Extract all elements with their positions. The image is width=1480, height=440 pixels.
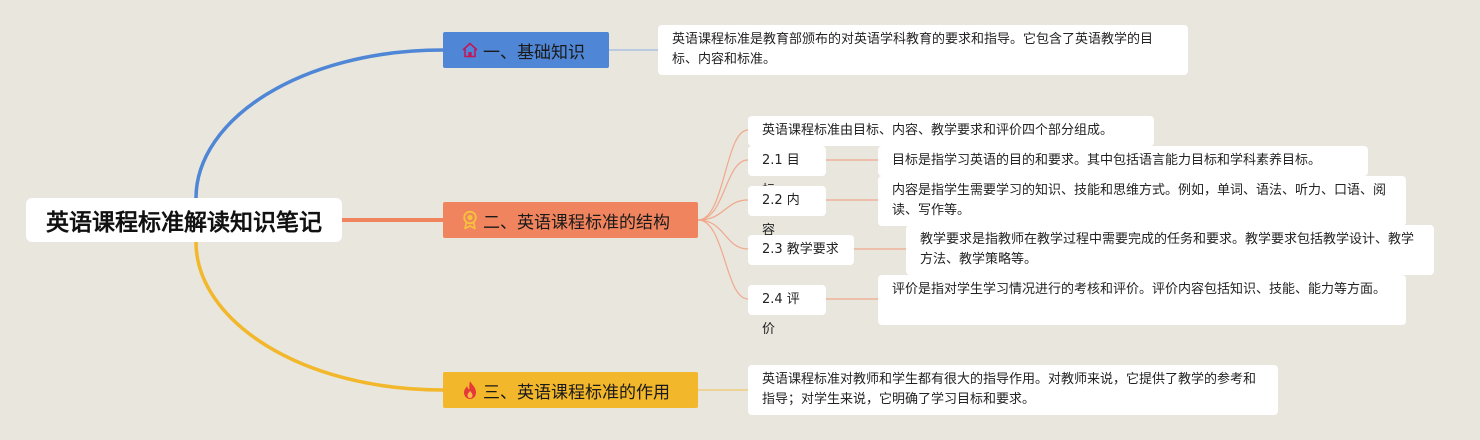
structure-tag-evaluation[interactable]: 2.4 评价 (748, 285, 826, 337)
role-note-text: 英语课程标准对教师和学生都有很大的指导作用。对教师来说，它提供了教学的参考和指导… (762, 372, 1257, 407)
structure-content-card: 内容是指学生需要学习的知识、技能和思维方式。例如，单词、语法、听力、口语、阅读、… (878, 176, 1406, 226)
award-badge-icon (459, 209, 481, 231)
fire-icon (459, 379, 481, 401)
basics-note-text: 英语课程标准是教育部颁布的对英语学科教育的要求和指导。它包含了英语教学的目标、内… (672, 32, 1154, 67)
branch-role[interactable]: 三、英语课程标准的作用 (443, 372, 698, 408)
connector-structure-fan (697, 129, 906, 300)
home-icon (459, 39, 481, 61)
branch-role-label: 三、英语课程标准的作用 (483, 382, 670, 403)
structure-tag-content-label: 2.2 内容 (762, 193, 800, 238)
root-topic[interactable]: 英语课程标准解读知识笔记 (26, 198, 342, 242)
structure-summary-text: 英语课程标准由目标、内容、教学要求和评价四个部分组成。 (762, 123, 1114, 138)
structure-tag-teaching[interactable]: 2.3 教学要求 (748, 235, 854, 265)
root-topic-title: 英语课程标准解读知识笔记 (46, 210, 322, 236)
connector-root-role (194, 241, 444, 392)
connector-root-basics (194, 48, 444, 199)
structure-teaching-text: 教学要求是指教师在教学过程中需要完成的任务和要求。教学要求包括教学设计、教学方法… (920, 232, 1415, 267)
structure-evaluation-card: 评价是指对学生学习情况进行的考核和评价。评价内容包括知识、技能、能力等方面。 (878, 275, 1406, 325)
structure-content-text: 内容是指学生需要学习的知识、技能和思维方式。例如，单词、语法、听力、口语、阅读、… (892, 183, 1387, 218)
structure-tag-teaching-label: 2.3 教学要求 (762, 242, 839, 257)
structure-tag-content[interactable]: 2.2 内容 (748, 186, 826, 238)
structure-goals-card: 目标是指学习英语的目的和要求。其中包括语言能力目标和学科素养目标。 (878, 146, 1368, 176)
structure-tag-goals[interactable]: 2.1 目标 (748, 146, 826, 198)
structure-goals-text: 目标是指学习英语的目的和要求。其中包括语言能力目标和学科素养目标。 (892, 153, 1322, 168)
branch-structure-label: 二、英语课程标准的结构 (483, 212, 670, 233)
structure-evaluation-text: 评价是指对学生学习情况进行的考核和评价。评价内容包括知识、技能、能力等方面。 (892, 282, 1387, 297)
branch-basics[interactable]: 一、基础知识 (443, 32, 609, 68)
structure-tag-evaluation-label: 2.4 评价 (762, 292, 800, 337)
structure-summary-card: 英语课程标准由目标、内容、教学要求和评价四个部分组成。 (748, 116, 1154, 146)
branch-structure[interactable]: 二、英语课程标准的结构 (443, 202, 698, 238)
structure-teaching-card: 教学要求是指教师在教学过程中需要完成的任务和要求。教学要求包括教学设计、教学方法… (906, 225, 1434, 275)
role-note-card: 英语课程标准对教师和学生都有很大的指导作用。对教师来说，它提供了教学的参考和指导… (748, 365, 1278, 415)
branch-basics-label: 一、基础知识 (483, 42, 585, 63)
basics-note-card: 英语课程标准是教育部颁布的对英语学科教育的要求和指导。它包含了英语教学的目标、内… (658, 25, 1188, 75)
